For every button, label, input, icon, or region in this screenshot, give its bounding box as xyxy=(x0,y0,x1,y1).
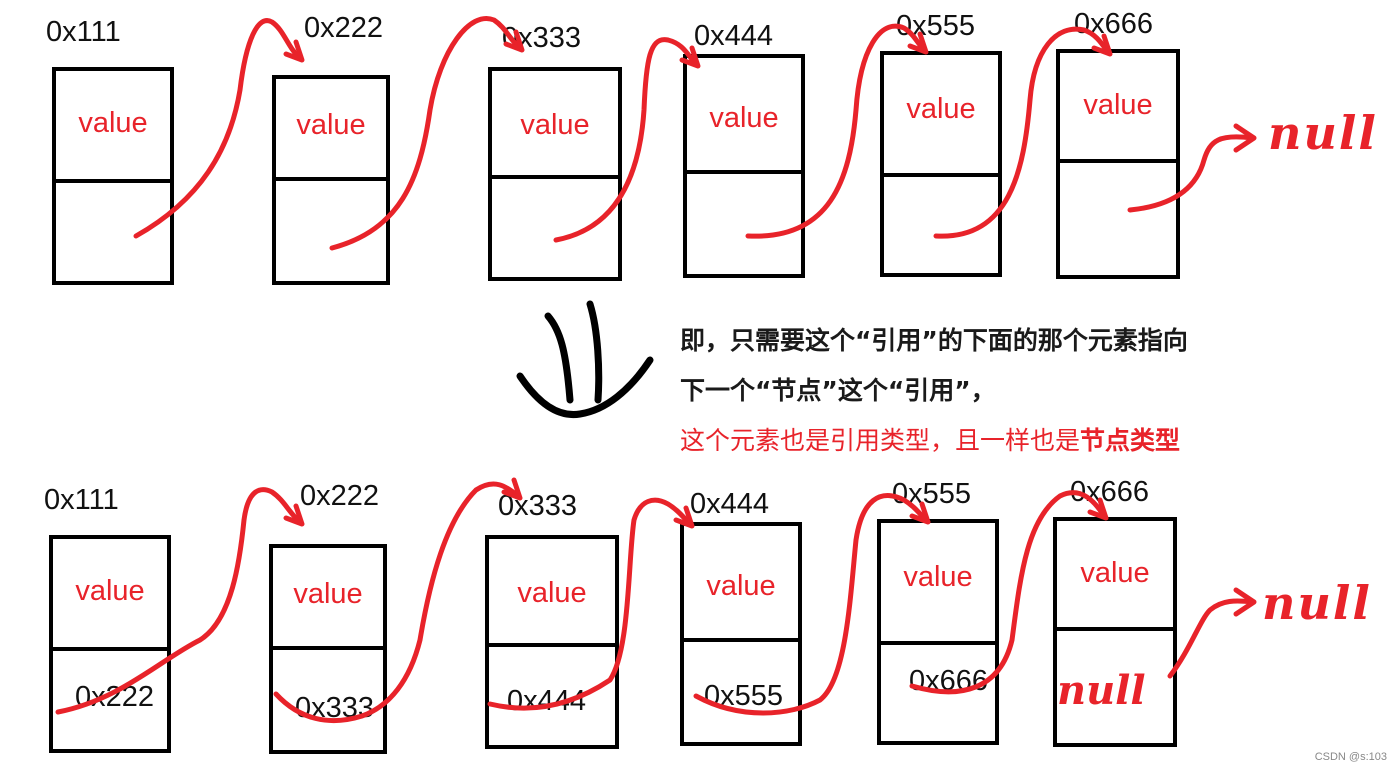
arrow-head xyxy=(907,31,929,55)
node-divider xyxy=(880,173,1002,177)
node-value: value xyxy=(78,107,148,139)
node-divider xyxy=(488,175,622,179)
arrow-head xyxy=(909,501,931,525)
list-node: value 0x333 xyxy=(269,544,387,754)
list-node: value null xyxy=(1053,517,1177,747)
node-divider xyxy=(269,646,387,650)
node-address: 0x444 xyxy=(694,20,774,52)
node-address: 0x111 xyxy=(46,16,121,48)
arrow-head xyxy=(679,45,701,69)
arrow-head xyxy=(503,29,525,53)
explanation-line-3: 这个元素也是引用类型，且一样也是节点类型 xyxy=(680,424,1180,458)
arrow-head xyxy=(283,503,305,527)
node-value: value xyxy=(296,109,366,141)
next-reference: 0x222 xyxy=(75,681,155,713)
pointer-arrow xyxy=(909,490,1107,695)
pointer-arrow xyxy=(273,481,521,724)
node-divider xyxy=(680,638,802,642)
arrow-head xyxy=(1087,497,1109,521)
node-divider xyxy=(877,641,999,645)
pointer-arrow xyxy=(745,23,927,239)
list-node: value xyxy=(52,67,174,285)
node-address: 0x666 xyxy=(1070,476,1150,508)
node-value: value xyxy=(1080,557,1150,589)
down-arrow-icon xyxy=(516,300,654,419)
node-address: 0x222 xyxy=(304,12,384,44)
pointer-arrow xyxy=(487,497,693,711)
node-divider xyxy=(49,647,171,651)
node-value: value xyxy=(517,577,587,609)
arrow-head xyxy=(501,477,523,501)
list-node: value xyxy=(1056,49,1180,279)
next-reference-null: null xyxy=(1057,667,1146,714)
explanation-line-1: 即，只需要这个“引用”的下面的那个元素指向 xyxy=(680,326,1188,355)
list-node: value xyxy=(683,54,805,278)
node-divider xyxy=(272,177,390,181)
pointer-arrow xyxy=(133,18,303,239)
explanation-line-2: 下一个“节点”这个“引用”， xyxy=(680,376,996,405)
pointer-arrow xyxy=(933,26,1111,239)
node-value: value xyxy=(520,109,590,141)
list-node: value 0x444 xyxy=(485,535,619,749)
null-label: null xyxy=(1262,576,1372,630)
node-value: value xyxy=(293,578,363,610)
pointer-arrow xyxy=(553,37,699,243)
list-node: value xyxy=(488,67,622,281)
node-value: value xyxy=(906,93,976,125)
node-divider xyxy=(1056,159,1180,163)
node-address: 0x555 xyxy=(896,10,976,42)
pointer-arrow xyxy=(693,493,929,716)
watermark: CSDN @s:103 xyxy=(1314,751,1387,763)
node-divider xyxy=(52,179,174,183)
pointer-arrow xyxy=(329,16,523,251)
explanation-emphasis: 节点类型 xyxy=(1080,426,1181,455)
arrow-head xyxy=(673,505,695,529)
node-value: value xyxy=(1083,89,1153,121)
arrow-head xyxy=(1233,123,1257,153)
arrow-head xyxy=(1091,33,1113,57)
node-address: 0x444 xyxy=(690,488,770,520)
node-divider xyxy=(1053,627,1177,631)
pointer-arrow xyxy=(1167,598,1255,679)
list-node: value 0x666 xyxy=(877,519,999,745)
node-address: 0x222 xyxy=(300,480,380,512)
node-value: value xyxy=(709,102,779,134)
list-node: value 0x222 xyxy=(49,535,171,753)
node-value: value xyxy=(75,575,145,607)
arrow-head xyxy=(283,39,305,63)
node-value: value xyxy=(903,561,973,593)
node-address: 0x111 xyxy=(44,484,119,516)
node-divider xyxy=(683,170,805,174)
node-divider xyxy=(485,643,619,647)
null-label: null xyxy=(1268,106,1378,160)
pointer-arrow xyxy=(1127,134,1255,213)
list-node: value xyxy=(880,51,1002,277)
node-value: value xyxy=(706,570,776,602)
arrow-head xyxy=(1233,587,1257,617)
explanation-line-3-text: 这个元素也是引用类型，且一样也是 xyxy=(680,426,1081,455)
pointer-arrow xyxy=(55,487,303,715)
